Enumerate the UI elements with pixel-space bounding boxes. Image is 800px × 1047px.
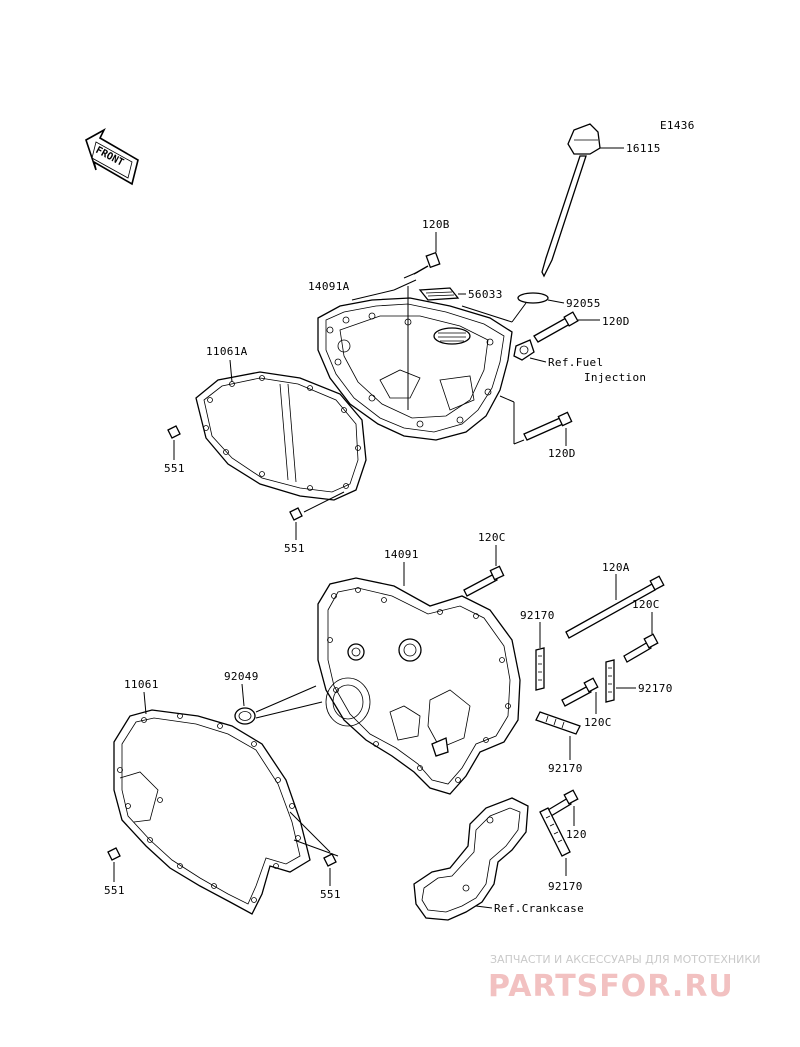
clamp-92170-d bbox=[539, 807, 571, 876]
gasket-11061A bbox=[195, 359, 367, 501]
label-16115: 16115 bbox=[626, 142, 661, 155]
cover-14091A bbox=[317, 279, 525, 445]
dowel-551-c bbox=[107, 847, 121, 882]
label-92049: 92049 bbox=[224, 670, 259, 683]
bolt-120D-bottom bbox=[523, 411, 573, 446]
clamp-92170-b bbox=[605, 659, 636, 703]
label-14091: 14091 bbox=[384, 548, 419, 561]
bolt-120C-b bbox=[623, 612, 659, 663]
gasket-11061 bbox=[113, 691, 311, 915]
label-551-d: 551 bbox=[320, 888, 341, 901]
label-14091A: 14091A bbox=[308, 280, 350, 293]
watermark-brand: PARTSFOR.RU bbox=[488, 969, 734, 1004]
label-120D-bottom: 120D bbox=[548, 447, 576, 460]
clamp-92170-c bbox=[535, 711, 581, 760]
label-551-c: 551 bbox=[104, 884, 125, 897]
label-56033: 56033 bbox=[468, 288, 503, 301]
bolt-120C-c bbox=[561, 677, 599, 714]
dowel-551-a bbox=[167, 425, 181, 460]
diagram-code: E1436 bbox=[660, 119, 695, 132]
oring-92055 bbox=[461, 292, 565, 323]
label-92170-a: 92170 bbox=[520, 609, 555, 622]
label-120C-b: 120C bbox=[632, 598, 660, 611]
label-92170-d: 92170 bbox=[548, 880, 583, 893]
dipstick-16115 bbox=[541, 123, 624, 278]
label-11061A: 11061A bbox=[206, 345, 248, 358]
label-92055: 92055 bbox=[566, 297, 601, 310]
crankcase-section bbox=[413, 797, 529, 921]
bolt-120C-a bbox=[463, 545, 505, 597]
bolt-120A bbox=[565, 574, 665, 639]
front-arrow-icon: FRONT bbox=[85, 128, 139, 186]
label-551-b: 551 bbox=[284, 542, 305, 555]
dowel-551-d bbox=[289, 811, 339, 886]
label-11061: 11061 bbox=[124, 678, 159, 691]
label-92170-c: 92170 bbox=[548, 762, 583, 775]
bolt-120B bbox=[403, 232, 441, 279]
label-sticker-56033 bbox=[418, 287, 466, 301]
fuel-injection-clip bbox=[513, 339, 547, 363]
dowel-551-b bbox=[289, 491, 345, 540]
label-ref-fuel: Ref.Fuel bbox=[548, 356, 603, 369]
label-120D-top: 120D bbox=[602, 315, 630, 328]
label-ref-injection: Injection bbox=[584, 371, 646, 384]
label-ref-crankcase: Ref.Crankcase bbox=[494, 902, 584, 915]
oil-seal-92049 bbox=[234, 683, 323, 725]
label-551-a: 551 bbox=[164, 462, 185, 475]
label-120C-c: 120C bbox=[584, 716, 612, 729]
label-120: 120 bbox=[566, 828, 587, 841]
label-92170-b: 92170 bbox=[638, 682, 673, 695]
label-120C-a: 120C bbox=[478, 531, 506, 544]
cover-14091 bbox=[317, 562, 521, 795]
label-120A: 120A bbox=[602, 561, 630, 574]
clamp-92170-a bbox=[535, 622, 545, 691]
bolt-120D-top bbox=[533, 311, 600, 343]
label-120B: 120B bbox=[422, 218, 450, 231]
watermark-subtitle: ЗАПЧАСТИ И АКСЕССУАРЫ ДЛЯ МОТОТЕХНИКИ bbox=[490, 953, 760, 966]
bolt-120 bbox=[547, 789, 579, 826]
